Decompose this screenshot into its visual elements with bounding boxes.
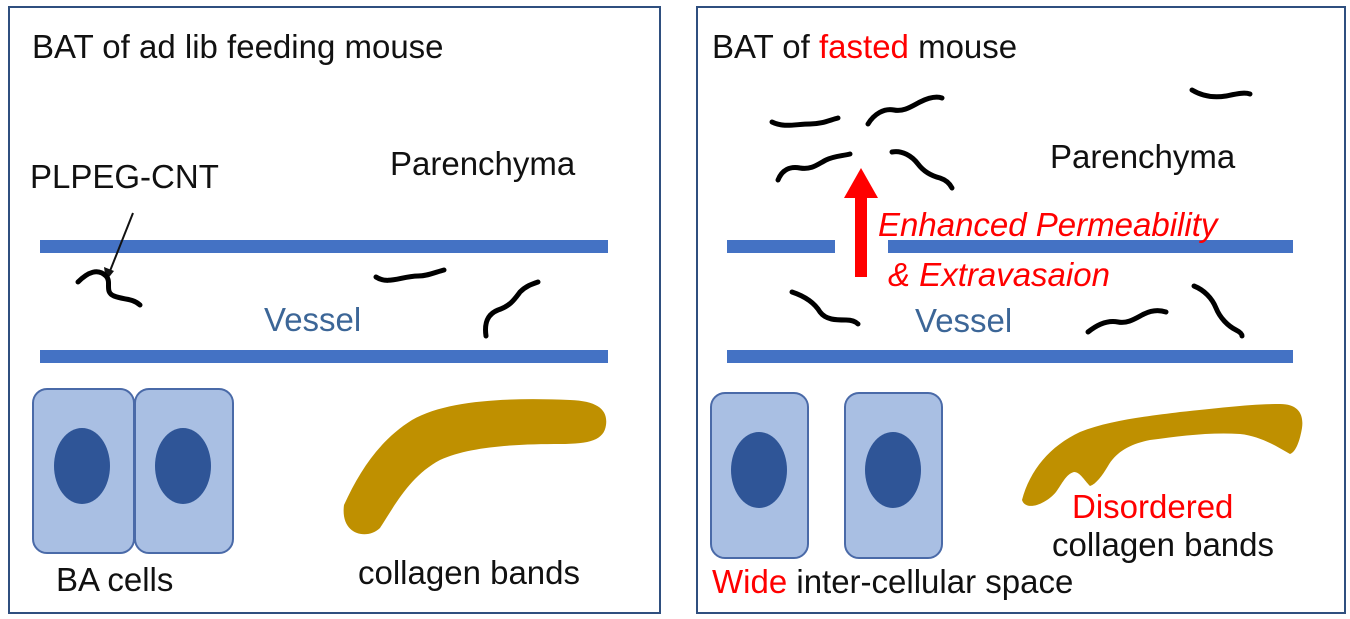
right-panel-title: BAT of fasted mouse bbox=[712, 30, 1017, 63]
pointer-label: PLPEG-CNT bbox=[30, 158, 219, 195]
cell-nucleus bbox=[54, 428, 110, 504]
cells-label: BA cells bbox=[56, 561, 174, 598]
left-vessel-label: Vessel bbox=[264, 301, 362, 338]
cell-nucleus bbox=[865, 432, 921, 508]
cnt-squiggle bbox=[373, 267, 447, 283]
cnt-squiggle bbox=[889, 149, 955, 191]
cnt-squiggle bbox=[865, 94, 945, 127]
cnt-squiggle bbox=[1191, 283, 1245, 339]
left-vessel-bottom-wall bbox=[40, 350, 608, 363]
collagen-band bbox=[343, 399, 607, 535]
left-panel-title: BAT of ad lib feeding mouse bbox=[32, 28, 444, 65]
title-highlight: fasted bbox=[819, 28, 909, 65]
space-highlight: Wide bbox=[712, 563, 788, 600]
collagen-band-disordered bbox=[1022, 404, 1303, 506]
right-vessel-bottom-wall bbox=[727, 350, 1293, 363]
left-vessel-top-wall bbox=[40, 240, 608, 253]
right-region-label: Parenchyma bbox=[1050, 138, 1236, 175]
cnt-squiggle bbox=[1189, 87, 1253, 100]
arrow-label-line1: Enhanced Permeability bbox=[878, 206, 1218, 243]
title-prefix: BAT of bbox=[712, 28, 819, 65]
cnt-squiggle bbox=[1085, 308, 1169, 335]
right-collagen-label: collagen bands bbox=[1052, 526, 1275, 563]
right-vessel-top-wall-right bbox=[888, 240, 1293, 253]
arrow-label-line2: & Extravasaion bbox=[888, 256, 1110, 293]
right-vessel-label: Vessel bbox=[915, 302, 1013, 339]
cnt-squiggle bbox=[75, 269, 143, 308]
cnt-squiggle bbox=[483, 279, 541, 339]
cnt-squiggle bbox=[775, 151, 853, 183]
cnt-squiggle bbox=[789, 289, 861, 327]
space-text: inter-cellular space bbox=[787, 563, 1074, 600]
left-collagen-label: collagen bands bbox=[358, 554, 581, 591]
left-region-label: Parenchyma bbox=[390, 145, 576, 182]
cell-nucleus bbox=[155, 428, 211, 504]
extravasation-arrow bbox=[844, 168, 878, 277]
cnt-squiggle bbox=[769, 115, 841, 128]
intercellular-space-label: Wide inter-cellular space bbox=[712, 565, 1073, 598]
right-vessel-top-wall-left bbox=[727, 240, 835, 253]
cell-nucleus bbox=[731, 432, 787, 508]
title-suffix: mouse bbox=[908, 28, 1018, 65]
collagen-highlight: Disordered bbox=[1072, 488, 1234, 525]
